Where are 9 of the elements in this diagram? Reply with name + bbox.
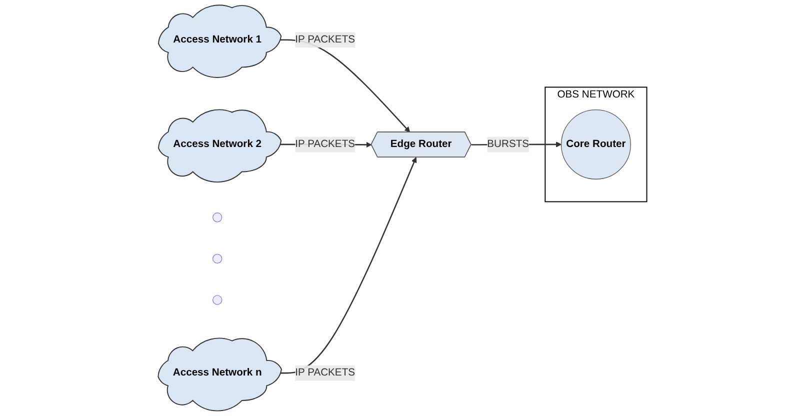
node-circle	[212, 212, 222, 222]
node-circle	[212, 254, 222, 264]
edge-label: IP PACKETS	[294, 138, 355, 150]
node-circle	[212, 295, 222, 305]
edge-label: IP PACKETS	[294, 367, 355, 378]
node-circle: Core Router	[560, 109, 630, 180]
arrow	[278, 157, 416, 374]
edge-label: IP PACKETS	[294, 34, 355, 46]
edge-label: BURSTS	[486, 138, 529, 150]
